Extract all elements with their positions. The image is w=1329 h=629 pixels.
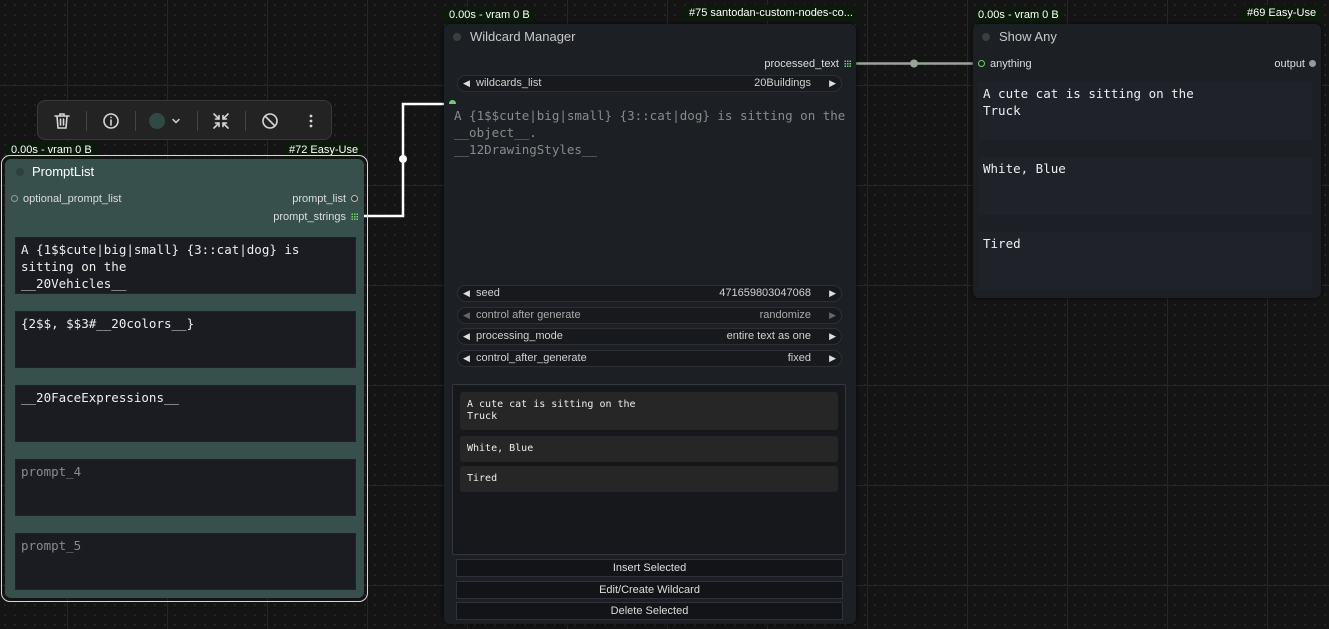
timing-badge: 0.00s - vram 0 B — [973, 7, 1064, 23]
widget-label: control_after_generate — [476, 352, 587, 364]
decrement-arrow-icon[interactable]: ◀ — [463, 353, 470, 363]
collapse-dot-icon[interactable] — [453, 33, 461, 41]
toolbar-separator — [197, 111, 198, 131]
widget-label: seed — [476, 287, 500, 299]
collapse-arrows-icon[interactable] — [209, 109, 233, 133]
node-title-text: PromptList — [32, 164, 95, 179]
output-list-slot-icon[interactable] — [351, 213, 358, 220]
increment-arrow-icon[interactable]: ▶ — [829, 353, 836, 363]
output-slot-output: output — [1274, 58, 1305, 70]
processing-mode-widget[interactable]: ◀ processing_mode entire text as one ▶ — [457, 328, 842, 345]
node-title-text: Show Any — [999, 29, 1057, 44]
widget-label: control after generate — [476, 309, 581, 321]
collapse-dot-icon[interactable] — [982, 33, 990, 41]
timing-badge: 0.00s - vram 0 B — [6, 142, 97, 158]
widget-value: 471659803047068 — [719, 287, 811, 299]
color-circle-icon[interactable] — [146, 109, 186, 133]
increment-arrow-icon[interactable]: ▶ — [829, 288, 836, 298]
input-slot-optional-prompt-list: optional_prompt_list — [23, 193, 122, 205]
widget-label: processing_mode — [476, 330, 563, 342]
prompt-textarea-3[interactable]: __20FaceExpressions__ — [15, 385, 356, 442]
node-title[interactable]: Show Any — [973, 24, 1321, 50]
node-title[interactable]: PromptList — [5, 159, 367, 185]
show-any-value-3: Tired — [978, 232, 1312, 290]
toolbar-separator — [135, 111, 136, 131]
link-midpoint — [910, 59, 918, 68]
timing-badge: 0.00s - vram 0 B — [444, 7, 535, 23]
output-list-slot-icon[interactable] — [844, 60, 851, 67]
input-slot-dot[interactable] — [11, 195, 18, 202]
node-id-badge: #75 santodan-custom-nodes-co... — [684, 5, 858, 21]
more-vertical-icon[interactable] — [299, 109, 323, 133]
ban-icon[interactable] — [258, 109, 282, 133]
prompt-textarea-5[interactable]: prompt_5 — [15, 533, 356, 590]
prompt-textarea-2[interactable]: {2$$, $$3#__20colors__} — [15, 311, 356, 368]
result-item[interactable]: Tired — [460, 466, 838, 492]
increment-arrow-icon[interactable]: ▶ — [829, 310, 836, 320]
output-slot-prompt-list: prompt_list — [292, 193, 346, 205]
prompt-textarea-4[interactable]: prompt_4 — [15, 459, 356, 516]
edit-create-wildcard-button[interactable]: Edit/Create Wildcard — [456, 581, 843, 599]
increment-arrow-icon[interactable]: ▶ — [829, 331, 836, 341]
widget-value: entire text as one — [726, 330, 811, 342]
result-item[interactable]: White, Blue — [460, 436, 838, 462]
output-slot-prompt-strings: prompt_strings — [273, 211, 346, 223]
input-slot-dot[interactable] — [978, 60, 985, 67]
output-slot-dot[interactable] — [351, 195, 358, 202]
info-icon[interactable] — [99, 109, 123, 133]
node-id-badge: #72 Easy-Use — [284, 142, 364, 158]
result-item[interactable]: A cute cat is sitting on the Truck — [460, 392, 838, 430]
seed-widget[interactable]: ◀ seed 471659803047068 ▶ — [457, 285, 842, 302]
node-title[interactable]: Wildcard Manager — [444, 24, 856, 50]
toolbar-separator — [245, 111, 246, 131]
widget-value: 20Buildings — [754, 77, 811, 89]
decrement-arrow-icon[interactable]: ◀ — [463, 310, 470, 320]
control-after-generate-widget[interactable]: ◀ control after generate randomize ▶ — [457, 307, 842, 324]
widget-value: fixed — [787, 352, 811, 364]
node-title-text: Wildcard Manager — [470, 29, 576, 44]
show-any-value-1: A cute cat is sitting on the Truck — [978, 82, 1312, 140]
wildcards-list-select[interactable]: ◀ wildcards_list 20Buildings ▶ — [457, 75, 842, 92]
selection-toolbar — [37, 100, 332, 140]
trash-icon[interactable] — [50, 109, 74, 133]
wildcard-text-input[interactable]: A {1$$cute|big|small} {3::cat|dog} is si… — [449, 104, 851, 280]
output-slot-dot[interactable] — [1309, 60, 1316, 67]
wildcard-manager-node[interactable]: Wildcard Manager processed_text ◀ wildca… — [444, 24, 856, 624]
link-prompt-strings-to-wildcard — [360, 102, 452, 218]
link-midpoint — [399, 155, 407, 163]
increment-arrow-icon[interactable]: ▶ — [829, 78, 836, 88]
widget-value: randomize — [759, 309, 811, 321]
widget-label: wildcards_list — [476, 77, 542, 89]
collapse-dot-icon[interactable] — [16, 168, 24, 176]
toolbar-separator — [86, 111, 87, 131]
input-slot-dot[interactable] — [449, 100, 456, 107]
delete-selected-button[interactable]: Delete Selected — [456, 602, 843, 620]
decrement-arrow-icon[interactable]: ◀ — [463, 331, 470, 341]
decrement-arrow-icon[interactable]: ◀ — [463, 78, 470, 88]
output-slot-processed-text: processed_text — [764, 58, 839, 70]
control-after-generate-fixed-widget[interactable]: ◀ control_after_generate fixed ▶ — [457, 350, 842, 367]
show-any-node[interactable]: Show Any anything output A cute cat is s… — [973, 24, 1321, 298]
prompt-list-node[interactable]: PromptList optional_prompt_list prompt_l… — [1, 155, 368, 602]
input-slot-anything: anything — [990, 58, 1032, 70]
prompt-list-body — [5, 159, 364, 598]
wildcard-results-list: A cute cat is sitting on the Truck White… — [452, 384, 846, 555]
show-any-value-2: White, Blue — [978, 157, 1312, 215]
decrement-arrow-icon[interactable]: ◀ — [463, 288, 470, 298]
node-id-badge: #69 Easy-Use — [1242, 5, 1322, 21]
insert-selected-button[interactable]: Insert Selected — [456, 559, 843, 577]
prompt-textarea-1[interactable]: A {1$$cute|big|small} {3::cat|dog} is si… — [15, 237, 356, 294]
